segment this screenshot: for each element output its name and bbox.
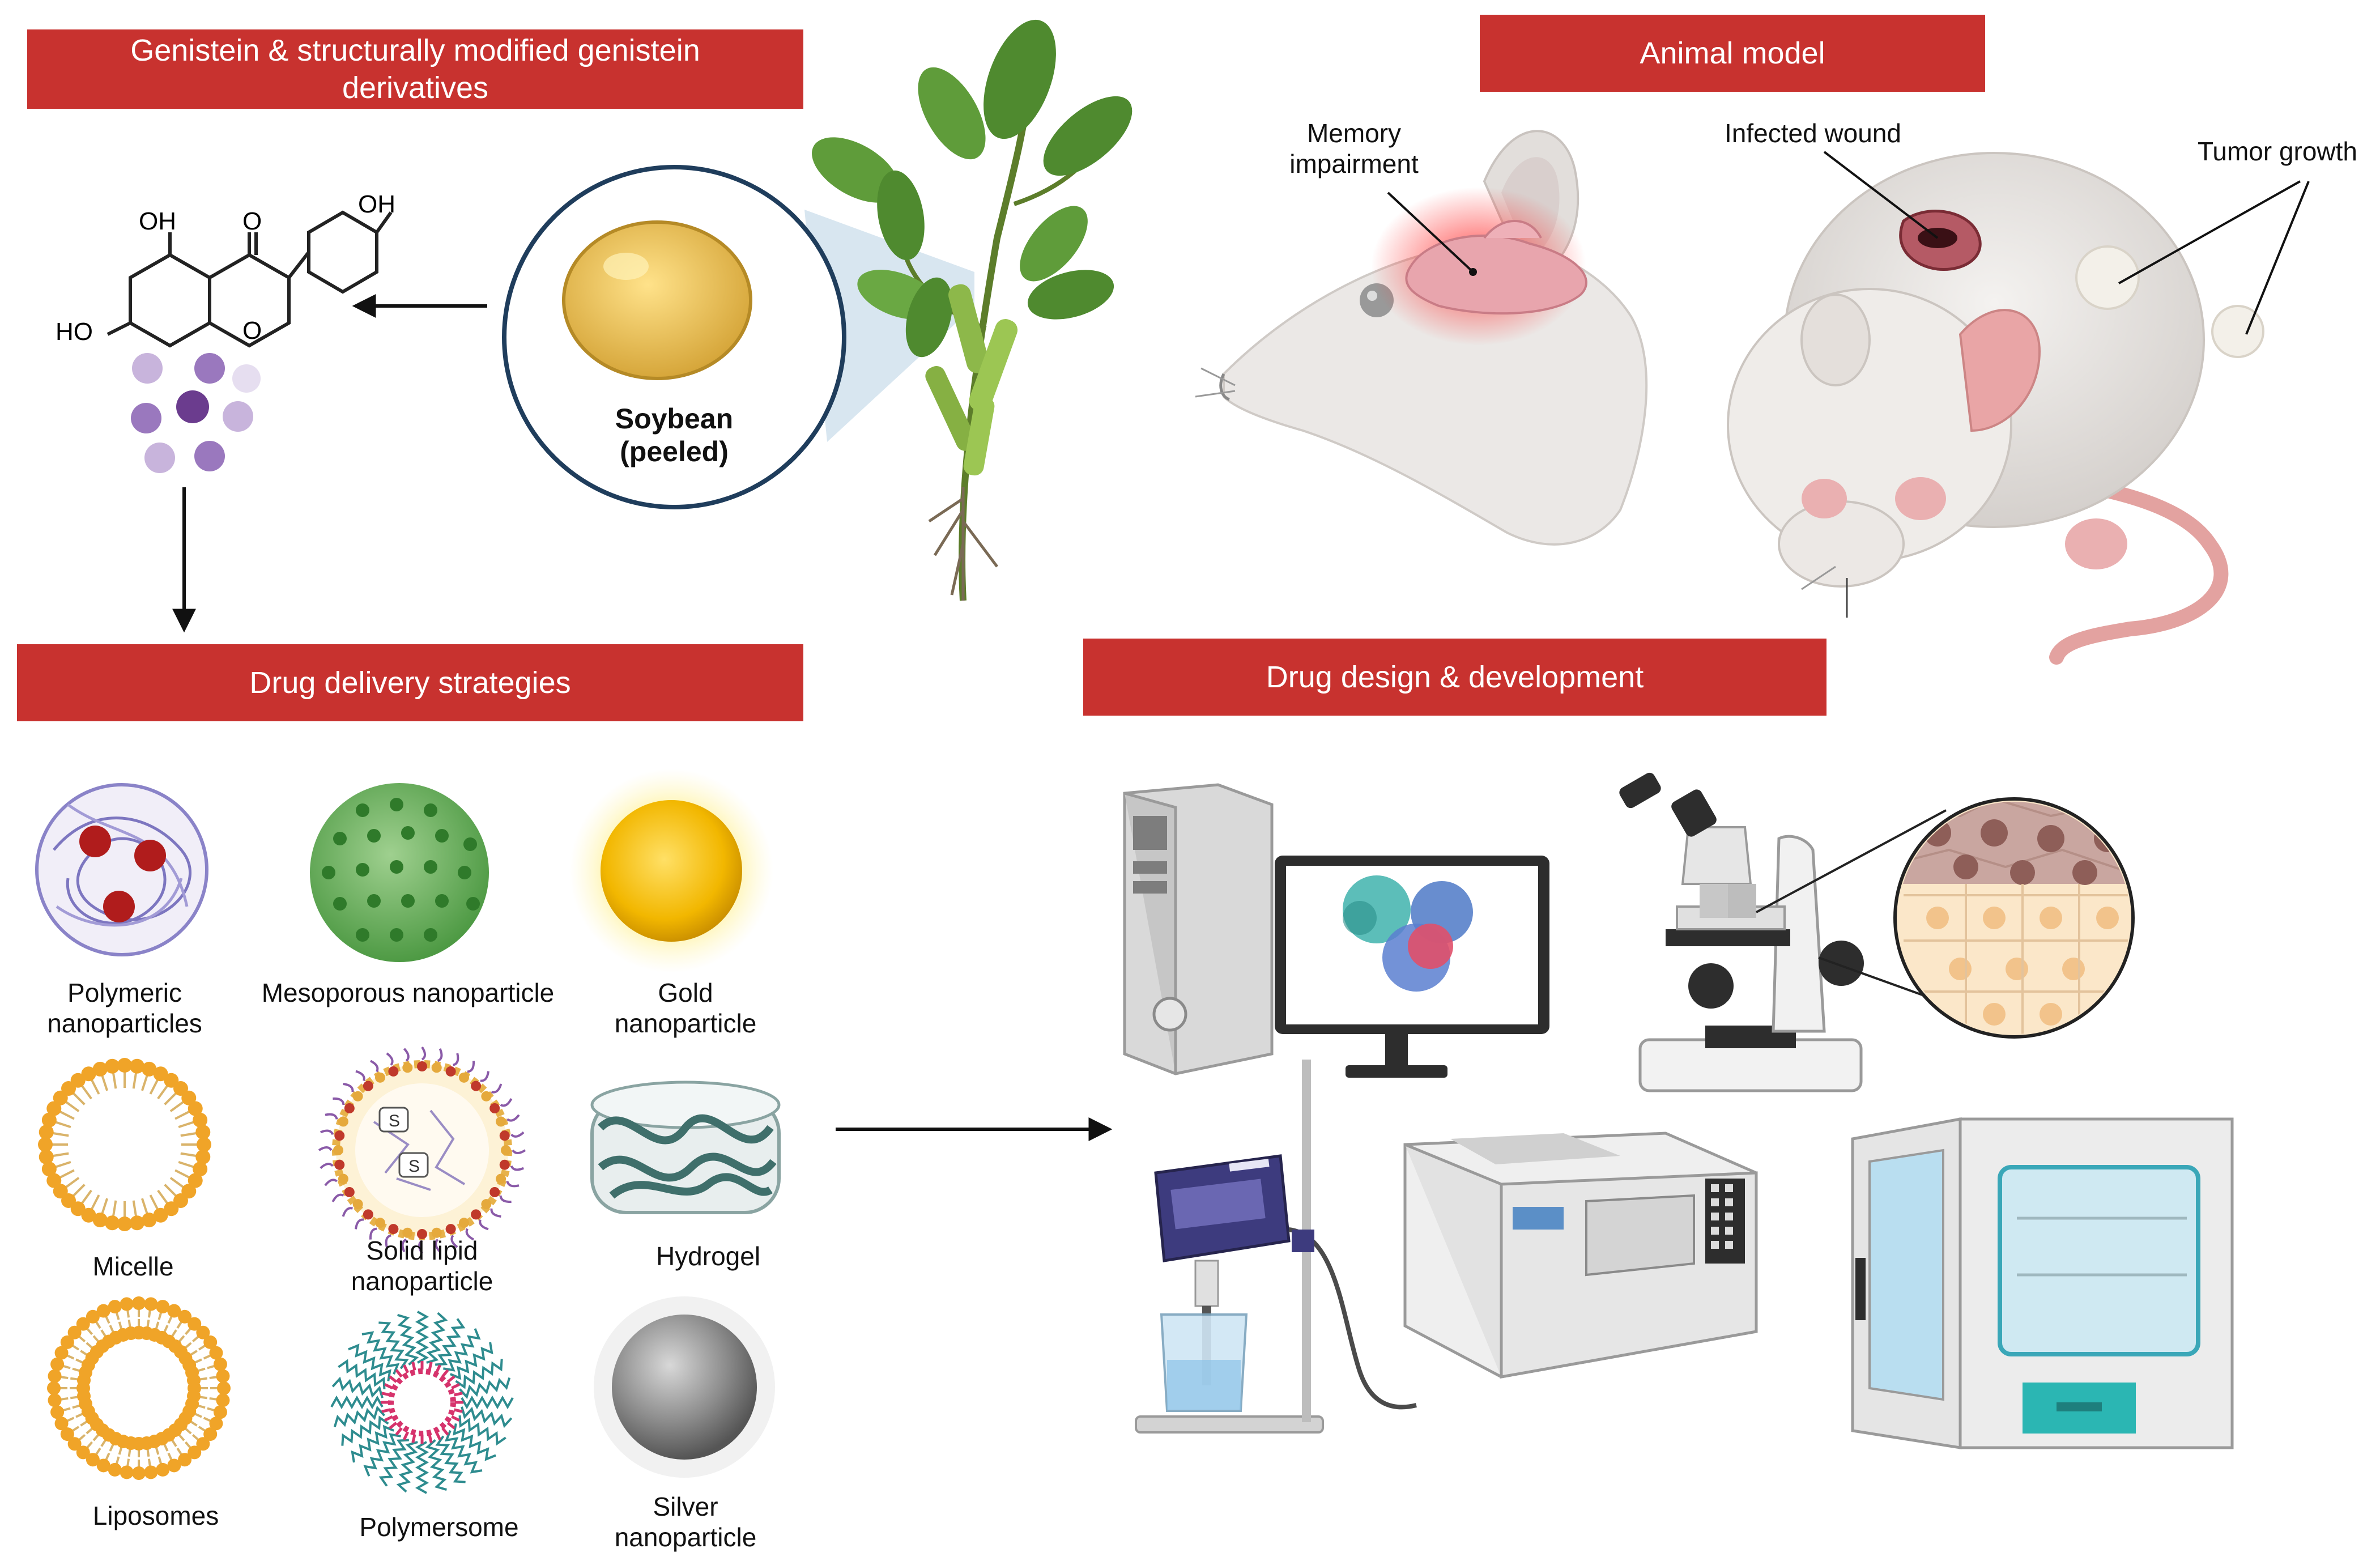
microscope-icon xyxy=(1619,772,1864,1092)
memory-impairment-label: Memory impairment xyxy=(1289,118,1419,178)
soybean-plant xyxy=(812,19,1132,601)
polymeric-nanoparticle-icon xyxy=(35,783,208,956)
infected-wound-label: Infected wound xyxy=(1724,118,1901,148)
nanocarrier-label-silver: Silver nanoparticle xyxy=(614,1492,757,1552)
hydrogel-icon xyxy=(590,1081,781,1214)
monitor-icon xyxy=(1275,856,1549,1078)
genistein-molecule xyxy=(107,210,393,348)
banner-genistein-text: Genistein & structurally modified genist… xyxy=(130,33,700,105)
wound-pointer xyxy=(1823,151,1939,239)
tumor-1 xyxy=(2075,245,2140,310)
tumor-pointer-2 xyxy=(2245,181,2310,335)
gold-nanoparticle-icon xyxy=(569,769,773,973)
lipid-tag-1: S xyxy=(389,1112,400,1130)
lipid-tag-2: S xyxy=(408,1157,420,1176)
nanocarrier-label-polymeric: Polymeric nanoparticles xyxy=(47,978,202,1038)
spectrophotometer-icon xyxy=(1403,1132,1758,1379)
nanocarrier-label-micelle: Micelle xyxy=(92,1252,174,1281)
soybean-label: Soybean (peeled) xyxy=(615,403,734,467)
banner-genistein: Genistein & structurally modified genist… xyxy=(27,29,803,109)
banner-drug-design-text: Drug design & development xyxy=(1266,660,1644,694)
computer-tower-icon xyxy=(1123,783,1274,1075)
nanocarrier-label-mesoporous: Mesoporous nanoparticle xyxy=(261,978,555,1007)
banner-drug-delivery: Drug delivery strategies xyxy=(17,644,803,721)
tumor-growth-label: Tumor growth xyxy=(2197,137,2358,166)
nanocarrier-label-solid-lipid: Solid lipid nanoparticle xyxy=(351,1236,493,1296)
protein-structure xyxy=(1343,875,1473,992)
banner-animal-model-text: Animal model xyxy=(1640,36,1825,70)
polymersome-icon xyxy=(330,1311,514,1494)
micelle-icon xyxy=(38,1058,211,1231)
nanocarrier-label-polymersome: Polymersome xyxy=(359,1512,519,1542)
homogenizer-icon xyxy=(1135,1060,1417,1434)
mol-oh-top-left: OH xyxy=(139,207,176,235)
liposome-icon xyxy=(47,1296,231,1480)
nanocarrier-label-hydrogel: Hydrogel xyxy=(655,1241,761,1271)
incubator-icon xyxy=(1851,1117,2234,1449)
mol-oh-right: OH xyxy=(358,190,395,218)
nanocarrier-label-gold: Gold nanoparticle xyxy=(614,978,757,1038)
banner-drug-design: Drug design & development xyxy=(1083,639,1826,716)
zoom-cone xyxy=(804,210,974,442)
soybean-icon xyxy=(562,220,752,380)
tumor-2 xyxy=(2211,305,2264,358)
rat-head-illustration xyxy=(1195,130,1648,546)
mol-ho-left: HO xyxy=(56,318,93,346)
genistein-derivative-dots xyxy=(131,353,261,473)
mol-ketone: O xyxy=(242,207,262,235)
tissue-zoom-circle xyxy=(1756,797,2135,1039)
tumor-pointer-1 xyxy=(2118,180,2301,284)
banner-drug-delivery-text: Drug delivery strategies xyxy=(249,666,571,700)
solid-lipid-nanoparticle-icon: S S xyxy=(318,1046,526,1254)
mesoporous-nanoparticle-icon xyxy=(310,783,489,962)
mol-ring-oxygen: O xyxy=(242,317,262,344)
banner-animal-model: Animal model xyxy=(1480,15,1985,92)
memory-pointer xyxy=(1387,192,1474,273)
mouse-illustration xyxy=(1727,152,2264,665)
nanocarrier-label-liposomes: Liposomes xyxy=(92,1501,219,1530)
silver-nanoparticle-icon xyxy=(594,1296,775,1478)
